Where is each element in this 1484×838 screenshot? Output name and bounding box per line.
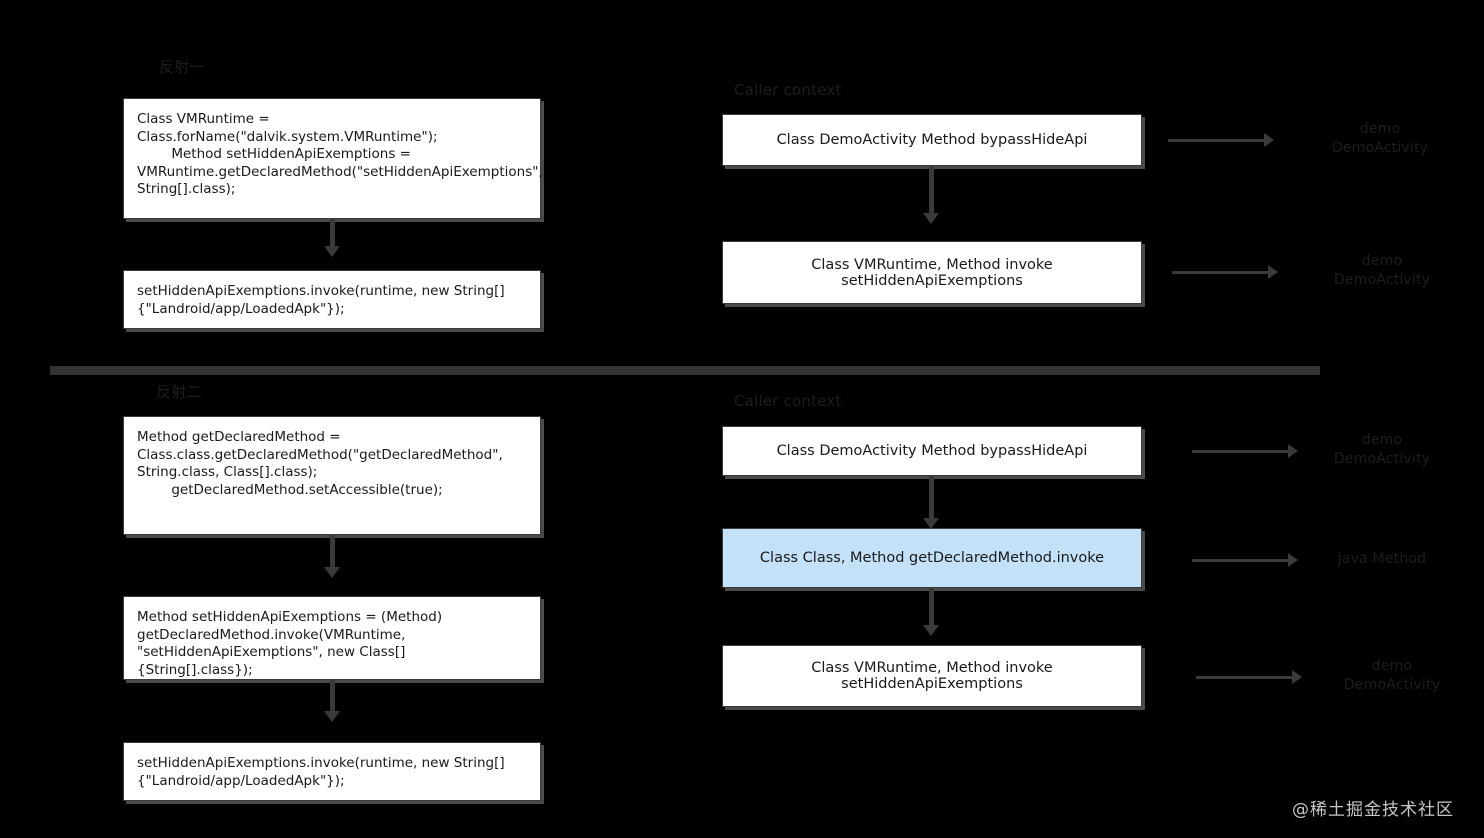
section-divider: [50, 366, 1320, 375]
annotation-arrow-head-icon: [1288, 444, 1298, 458]
stack-frame-annotation: demo DemoActivity: [1333, 432, 1431, 467]
annotation-arrow-head-icon: [1292, 670, 1302, 684]
flow-arrow-head-icon: [923, 518, 939, 529]
stack-frame-annotation: java Method: [1337, 551, 1427, 567]
flow-arrow-head-icon: [923, 213, 939, 224]
annotation-arrow-head-icon: [1268, 265, 1278, 279]
section-two-context-title: Caller context: [734, 392, 842, 410]
stack-frame: Class VMRuntime, Method invoke setHidden…: [722, 241, 1142, 304]
code-box: Method getDeclaredMethod = Class.class.g…: [123, 416, 541, 535]
flow-connector-line: [929, 166, 934, 218]
flow-connector-line: [330, 535, 335, 573]
flow-arrow-head-icon: [324, 246, 340, 257]
flow-connector-line: [929, 476, 934, 523]
code-box: Class VMRuntime = Class.forName("dalvik.…: [123, 98, 543, 219]
stack-frame-annotation: demo DemoActivity: [1343, 658, 1441, 693]
stack-frame: Class DemoActivity Method bypassHideApi: [722, 114, 1142, 166]
flow-connector-line: [929, 588, 934, 630]
annotation-connector-line: [1192, 559, 1290, 562]
annotation-connector-line: [1168, 139, 1266, 142]
flow-arrow-head-icon: [324, 711, 340, 722]
stack-frame: Class DemoActivity Method bypassHideApi: [722, 426, 1142, 476]
section-one-left-title: 反射一: [159, 58, 205, 76]
code-box: setHiddenApiExemptions.invoke(runtime, n…: [123, 270, 541, 329]
flow-arrow-head-icon: [923, 625, 939, 636]
code-box: setHiddenApiExemptions.invoke(runtime, n…: [123, 742, 541, 801]
annotation-connector-line: [1196, 676, 1294, 679]
code-box: Method setHiddenApiExemptions = (Method)…: [123, 596, 541, 680]
annotation-connector-line: [1172, 271, 1270, 274]
flow-connector-line: [330, 680, 335, 716]
watermark: @稀土掘金技术社区: [1292, 800, 1454, 820]
annotation-connector-line: [1192, 450, 1290, 453]
section-two-left-title: 反射二: [156, 383, 202, 401]
section-one-context-title: Caller context: [734, 81, 842, 99]
stack-frame-annotation: demo DemoActivity: [1333, 253, 1431, 288]
annotation-arrow-head-icon: [1264, 133, 1274, 147]
stack-frame-annotation: demo DemoActivity: [1331, 121, 1429, 156]
annotation-arrow-head-icon: [1288, 553, 1298, 567]
flow-arrow-head-icon: [324, 567, 340, 578]
flow-connector-line: [330, 219, 335, 253]
stack-frame-highlighted: Class Class, Method getDeclaredMethod.in…: [722, 528, 1142, 588]
stack-frame: Class VMRuntime, Method invoke setHidden…: [722, 645, 1142, 707]
